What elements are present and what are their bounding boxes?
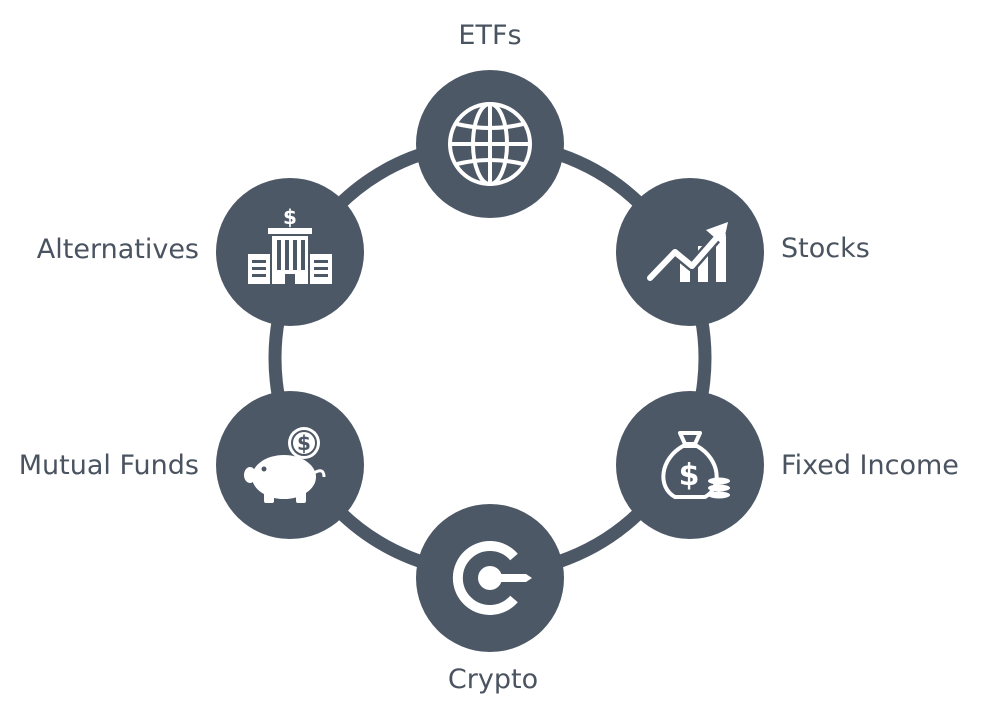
svg-text:$: $ [283, 205, 297, 229]
node-etfs: ETFs [416, 20, 564, 218]
svg-text:$: $ [679, 458, 700, 493]
piggy-bank-icon: $ [244, 427, 326, 503]
node-label-crypto: Crypto [448, 664, 538, 695]
bank-building-icon: $ [248, 205, 332, 284]
node-fixed-income: $ Fixed Income [616, 391, 959, 539]
trending-up-chart-icon [644, 222, 728, 284]
node-circle [616, 178, 764, 326]
node-alternatives: $ Alternatives [37, 178, 364, 326]
globe-icon [448, 102, 532, 186]
node-label-fixed-income: Fixed Income [781, 450, 959, 481]
node-circle [616, 391, 764, 539]
node-crypto: Crypto [416, 504, 564, 695]
money-bag-coins-icon: $ [661, 431, 730, 499]
node-label-stocks: Stocks [781, 233, 870, 264]
node-label-etfs: ETFs [458, 20, 521, 51]
node-stocks: Stocks [616, 178, 870, 326]
svg-text:$: $ [297, 431, 311, 455]
node-label-alternatives: Alternatives [37, 234, 199, 265]
crypto-coin-icon [452, 541, 532, 615]
node-label-mutual-funds: Mutual Funds [19, 450, 199, 481]
node-mutual-funds: $ Mutual Funds [19, 391, 364, 539]
